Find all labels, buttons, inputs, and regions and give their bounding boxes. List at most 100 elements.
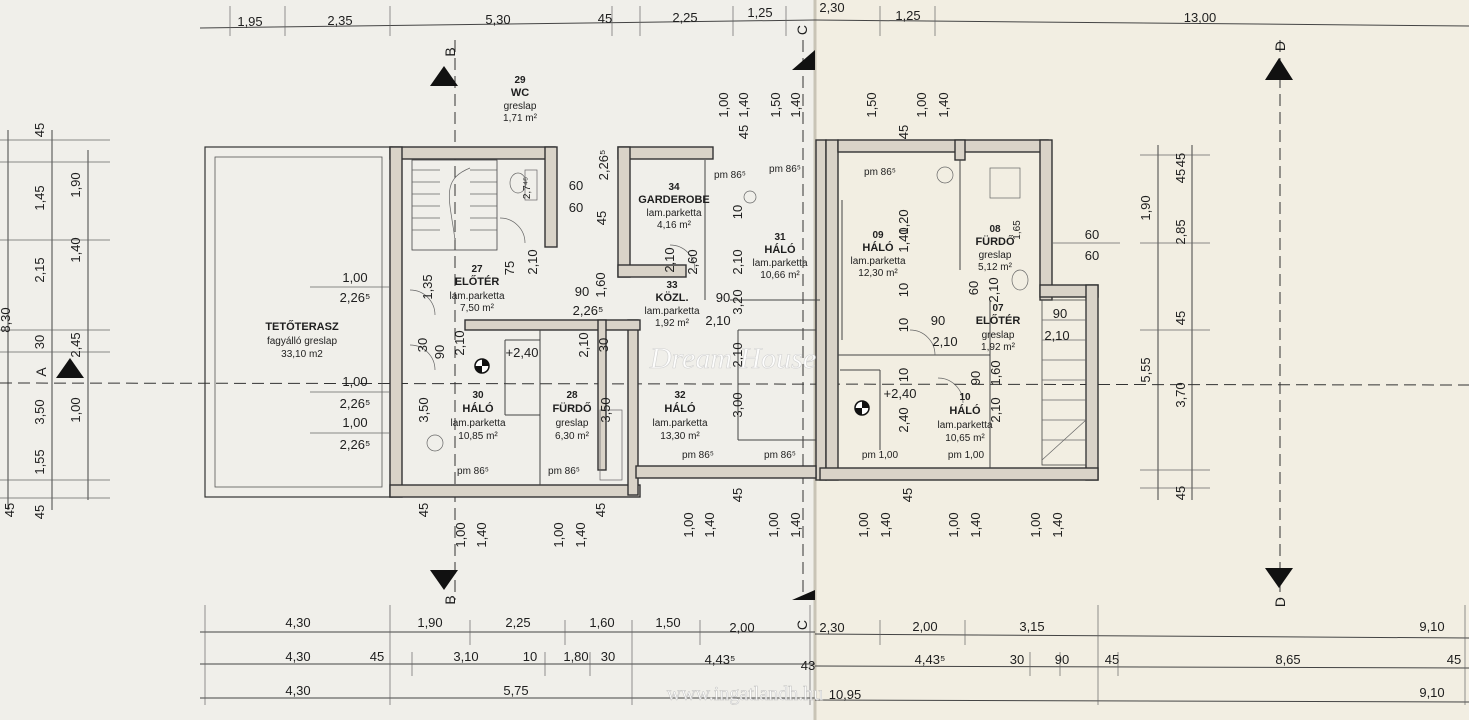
svg-text:10,95: 10,95 bbox=[829, 687, 862, 702]
svg-text:75: 75 bbox=[502, 261, 517, 275]
svg-text:2,10: 2,10 bbox=[525, 249, 540, 274]
svg-text:pm 86⁵: pm 86⁵ bbox=[457, 466, 489, 477]
svg-text:1,60: 1,60 bbox=[589, 615, 614, 630]
svg-text:30: 30 bbox=[415, 338, 430, 352]
svg-text:2,10: 2,10 bbox=[576, 332, 591, 357]
svg-text:1,00: 1,00 bbox=[68, 397, 83, 422]
svg-text:10: 10 bbox=[896, 368, 911, 382]
svg-text:2,10: 2,10 bbox=[662, 247, 677, 272]
svg-text:greslap: greslap bbox=[982, 330, 1015, 341]
svg-text:1,00: 1,00 bbox=[342, 415, 367, 430]
svg-text:2,10: 2,10 bbox=[730, 249, 745, 274]
svg-text:2,35: 2,35 bbox=[327, 13, 352, 28]
svg-text:lam.parketta: lam.parketta bbox=[937, 420, 992, 431]
svg-text:45: 45 bbox=[1447, 652, 1461, 667]
bottom-dimension-lines bbox=[200, 605, 1469, 705]
svg-text:30: 30 bbox=[596, 338, 611, 352]
svg-text:ELŐTÉR: ELŐTÉR bbox=[455, 275, 500, 288]
svg-text:28: 28 bbox=[566, 390, 578, 401]
axis-marker-c-top bbox=[792, 50, 815, 70]
doors bbox=[409, 217, 964, 404]
svg-text:9,10: 9,10 bbox=[1419, 685, 1444, 700]
room-terrace: TETŐTERASZ fagyálló greslap 33,10 m2 bbox=[265, 320, 339, 360]
svg-text:1,90: 1,90 bbox=[1138, 195, 1153, 220]
axis-labels: B B C C D D A bbox=[33, 25, 1288, 630]
svg-text:13,30 m²: 13,30 m² bbox=[660, 431, 700, 442]
svg-text:12,30 m²: 12,30 m² bbox=[858, 268, 898, 279]
axis-marker-c-bottom bbox=[792, 590, 815, 600]
svg-text:2,60: 2,60 bbox=[685, 249, 700, 274]
svg-text:lam.parketta: lam.parketta bbox=[646, 208, 701, 219]
axis-marker-d-top bbox=[1265, 58, 1293, 80]
room-31: 31 HÁLÓ lam.parketta 10,66 m² bbox=[752, 232, 807, 281]
svg-text:10,85 m²: 10,85 m² bbox=[458, 431, 498, 442]
svg-text:45: 45 bbox=[598, 11, 612, 26]
svg-text:13,00: 13,00 bbox=[1184, 10, 1217, 25]
svg-text:3,20: 3,20 bbox=[730, 289, 745, 314]
svg-text:30: 30 bbox=[1010, 652, 1024, 667]
svg-text:33: 33 bbox=[666, 280, 678, 291]
svg-text:90: 90 bbox=[716, 290, 730, 305]
vertical-dims-bottom: 1,00 1,40 1,00 1,40 1,00 1,40 1,00 1,40 … bbox=[2, 153, 1188, 548]
svg-text:10: 10 bbox=[896, 318, 911, 332]
svg-text:1,50: 1,50 bbox=[864, 92, 879, 117]
svg-text:10,65 m²: 10,65 m² bbox=[945, 433, 985, 444]
svg-text:3,15: 3,15 bbox=[1019, 619, 1044, 634]
svg-text:2,26⁵: 2,26⁵ bbox=[340, 396, 371, 411]
partitions bbox=[504, 160, 991, 485]
svg-text:1,71 m²: 1,71 m² bbox=[503, 113, 538, 124]
svg-text:45: 45 bbox=[416, 503, 431, 517]
axis-label-c-top: C bbox=[794, 25, 810, 35]
svg-text:2,40: 2,40 bbox=[896, 407, 911, 432]
svg-text:2,85: 2,85 bbox=[1173, 219, 1188, 244]
svg-text:1,00: 1,00 bbox=[856, 512, 871, 537]
svg-text:3,50: 3,50 bbox=[416, 397, 431, 422]
svg-text:31: 31 bbox=[774, 232, 786, 243]
svg-text:27: 27 bbox=[471, 264, 483, 275]
svg-text:1,00: 1,00 bbox=[342, 374, 367, 389]
svg-text:6,30 m²: 6,30 m² bbox=[555, 431, 590, 442]
svg-text:pm 1,00: pm 1,00 bbox=[862, 450, 899, 461]
svg-text:2,00: 2,00 bbox=[912, 619, 937, 634]
svg-text:1,40: 1,40 bbox=[896, 227, 911, 252]
room-34: 34 GARDEROBE lam.parketta 4,16 m² bbox=[638, 182, 710, 231]
svg-text:4,30: 4,30 bbox=[285, 683, 310, 698]
svg-text:1,40: 1,40 bbox=[1050, 512, 1065, 537]
svg-text:lam.parketta: lam.parketta bbox=[652, 418, 707, 429]
bathtub-left bbox=[599, 409, 623, 481]
svg-text:2,15: 2,15 bbox=[32, 257, 47, 282]
svg-text:90: 90 bbox=[575, 284, 589, 299]
svg-text:1,45: 1,45 bbox=[32, 185, 47, 210]
svg-text:1,90: 1,90 bbox=[68, 172, 83, 197]
svg-text:1,60: 1,60 bbox=[988, 360, 1003, 385]
svg-text:WC: WC bbox=[511, 87, 529, 99]
room-10: 10 HÁLÓ lam.parketta 10,65 m² bbox=[937, 392, 992, 444]
svg-text:60: 60 bbox=[1085, 248, 1099, 263]
svg-text:4,30: 4,30 bbox=[285, 649, 310, 664]
stairs-right bbox=[1041, 299, 1087, 466]
svg-text:2,25: 2,25 bbox=[672, 10, 697, 25]
svg-text:2,45: 2,45 bbox=[68, 332, 83, 357]
fixtures bbox=[426, 166, 1029, 481]
svg-text:2,30: 2,30 bbox=[819, 620, 844, 635]
svg-text:60: 60 bbox=[1085, 227, 1099, 242]
svg-text:45: 45 bbox=[736, 125, 751, 139]
svg-text:2,10: 2,10 bbox=[1044, 328, 1069, 343]
svg-text:34: 34 bbox=[668, 182, 680, 193]
svg-text:07: 07 bbox=[992, 303, 1004, 314]
room-30: 30 HÁLÓ lam.parketta 10,85 m² bbox=[450, 390, 505, 442]
axis-marker-d-bottom bbox=[1265, 568, 1293, 588]
axis-label-a: A bbox=[33, 367, 49, 377]
svg-text:2,10: 2,10 bbox=[986, 277, 1001, 302]
right-dimensions: 45 2,85 5,55 3,70 45 1,90 45 bbox=[1138, 169, 1188, 500]
svg-text:pm 1,00: pm 1,00 bbox=[948, 450, 985, 461]
svg-text:5,12 m²: 5,12 m² bbox=[978, 262, 1013, 273]
svg-text:1,40: 1,40 bbox=[878, 512, 893, 537]
svg-text:10: 10 bbox=[896, 283, 911, 297]
svg-text:1,40: 1,40 bbox=[702, 512, 717, 537]
svg-text:FÜRDŐ: FÜRDŐ bbox=[975, 235, 1015, 248]
svg-text:pm 86⁵: pm 86⁵ bbox=[769, 164, 801, 175]
svg-text:90: 90 bbox=[432, 345, 447, 359]
svg-text:1,50: 1,50 bbox=[768, 92, 783, 117]
svg-text:30: 30 bbox=[601, 649, 615, 664]
